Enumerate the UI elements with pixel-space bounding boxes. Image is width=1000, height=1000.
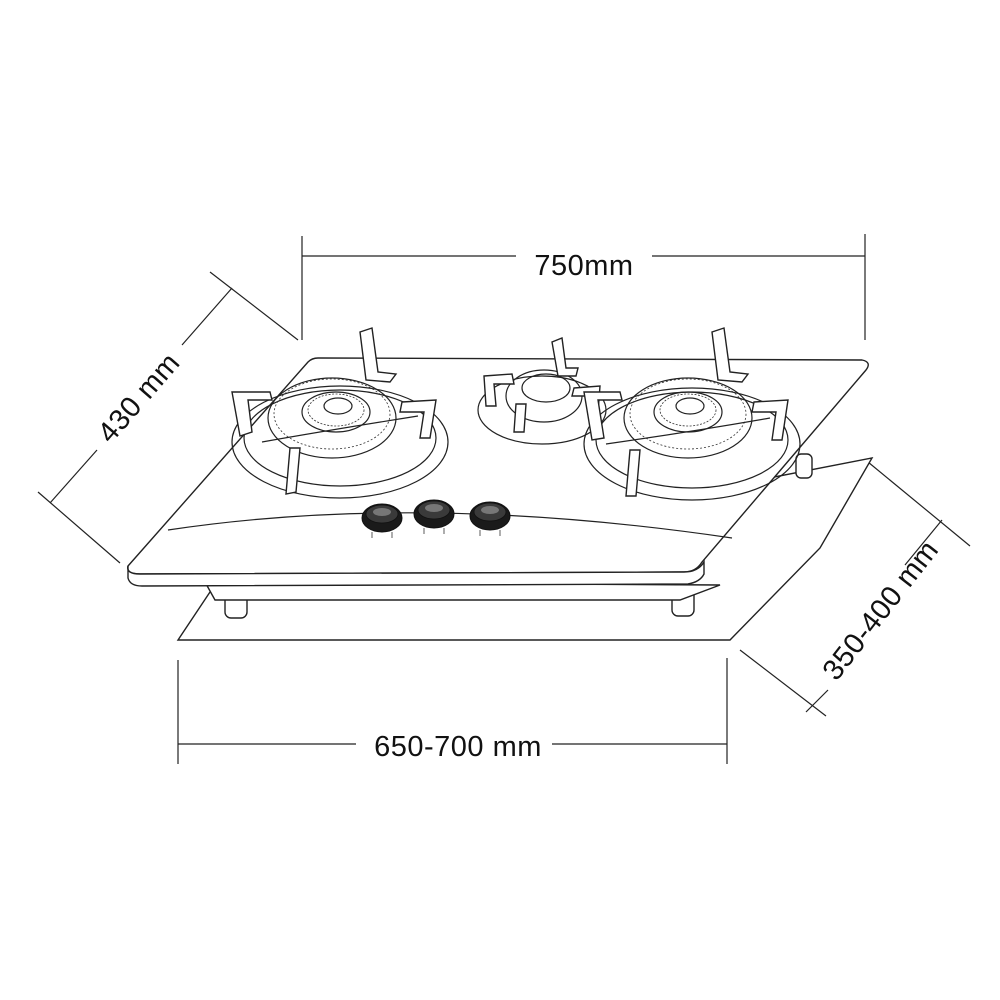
left-burner-inner-ring (301, 391, 371, 433)
center-burner-cap (521, 373, 571, 403)
right-pan-support-left (583, 391, 623, 441)
cutout-depth-label: 350-400 mm (817, 534, 946, 686)
right-burner-tray (583, 387, 801, 501)
control-knobs (361, 499, 511, 538)
left-pan-support-left (231, 391, 273, 437)
right-pan-support-front (625, 449, 641, 497)
dimension-cutout-width: 650-700 mm (177, 658, 728, 764)
left-burner-inner-fins (307, 393, 365, 427)
right-burner-outer-ring (623, 377, 753, 459)
dimension-line-upper-segment (181, 287, 233, 346)
right-burner-cap (675, 397, 705, 415)
front-edge (127, 559, 705, 587)
right-burner-outer-ring-fins (629, 378, 747, 450)
right-pan-support-back (711, 327, 750, 383)
dimension-line-lower-segment (49, 449, 98, 504)
left-burner-cap (323, 397, 353, 415)
right-pan-support-right (751, 399, 789, 441)
hob-body (127, 357, 869, 619)
extension-line-back (209, 271, 299, 341)
left-burner-tray-inner (243, 389, 437, 487)
dimension-line-cutout-upper (904, 519, 943, 566)
knob-1[interactable] (361, 503, 403, 538)
dimension-line-cutout-lower (805, 689, 829, 713)
depth-label: 430 mm (92, 347, 187, 449)
left-burner-tray (231, 385, 449, 499)
knob-3[interactable] (469, 501, 511, 536)
knob-2[interactable] (413, 499, 455, 534)
dimension-width-top: 750mm (301, 234, 866, 340)
width-label: 750mm (534, 250, 633, 282)
left-burner-outer-ring-fins (273, 378, 391, 450)
left-burner (231, 327, 449, 499)
left-pan-support-back (359, 327, 398, 383)
foot-back-right (795, 453, 813, 479)
center-pan-support-left (483, 373, 515, 407)
left-pan-support-front (285, 447, 301, 495)
center-pan-support-back (551, 337, 579, 377)
right-pan-support-bar (605, 417, 771, 445)
right-burner (583, 327, 801, 501)
extension-line-cutout-front (739, 649, 827, 717)
left-pan-support-bar (261, 415, 419, 443)
left-pan-support-right (399, 399, 437, 439)
left-burner-outer-ring (267, 377, 397, 459)
right-burner-inner-fins (659, 393, 717, 427)
extension-line-cutout-back (867, 461, 971, 547)
cutout-width-label: 650-700 mm (374, 731, 542, 763)
center-pan-support-front (513, 403, 527, 433)
extension-line-front (37, 491, 121, 564)
